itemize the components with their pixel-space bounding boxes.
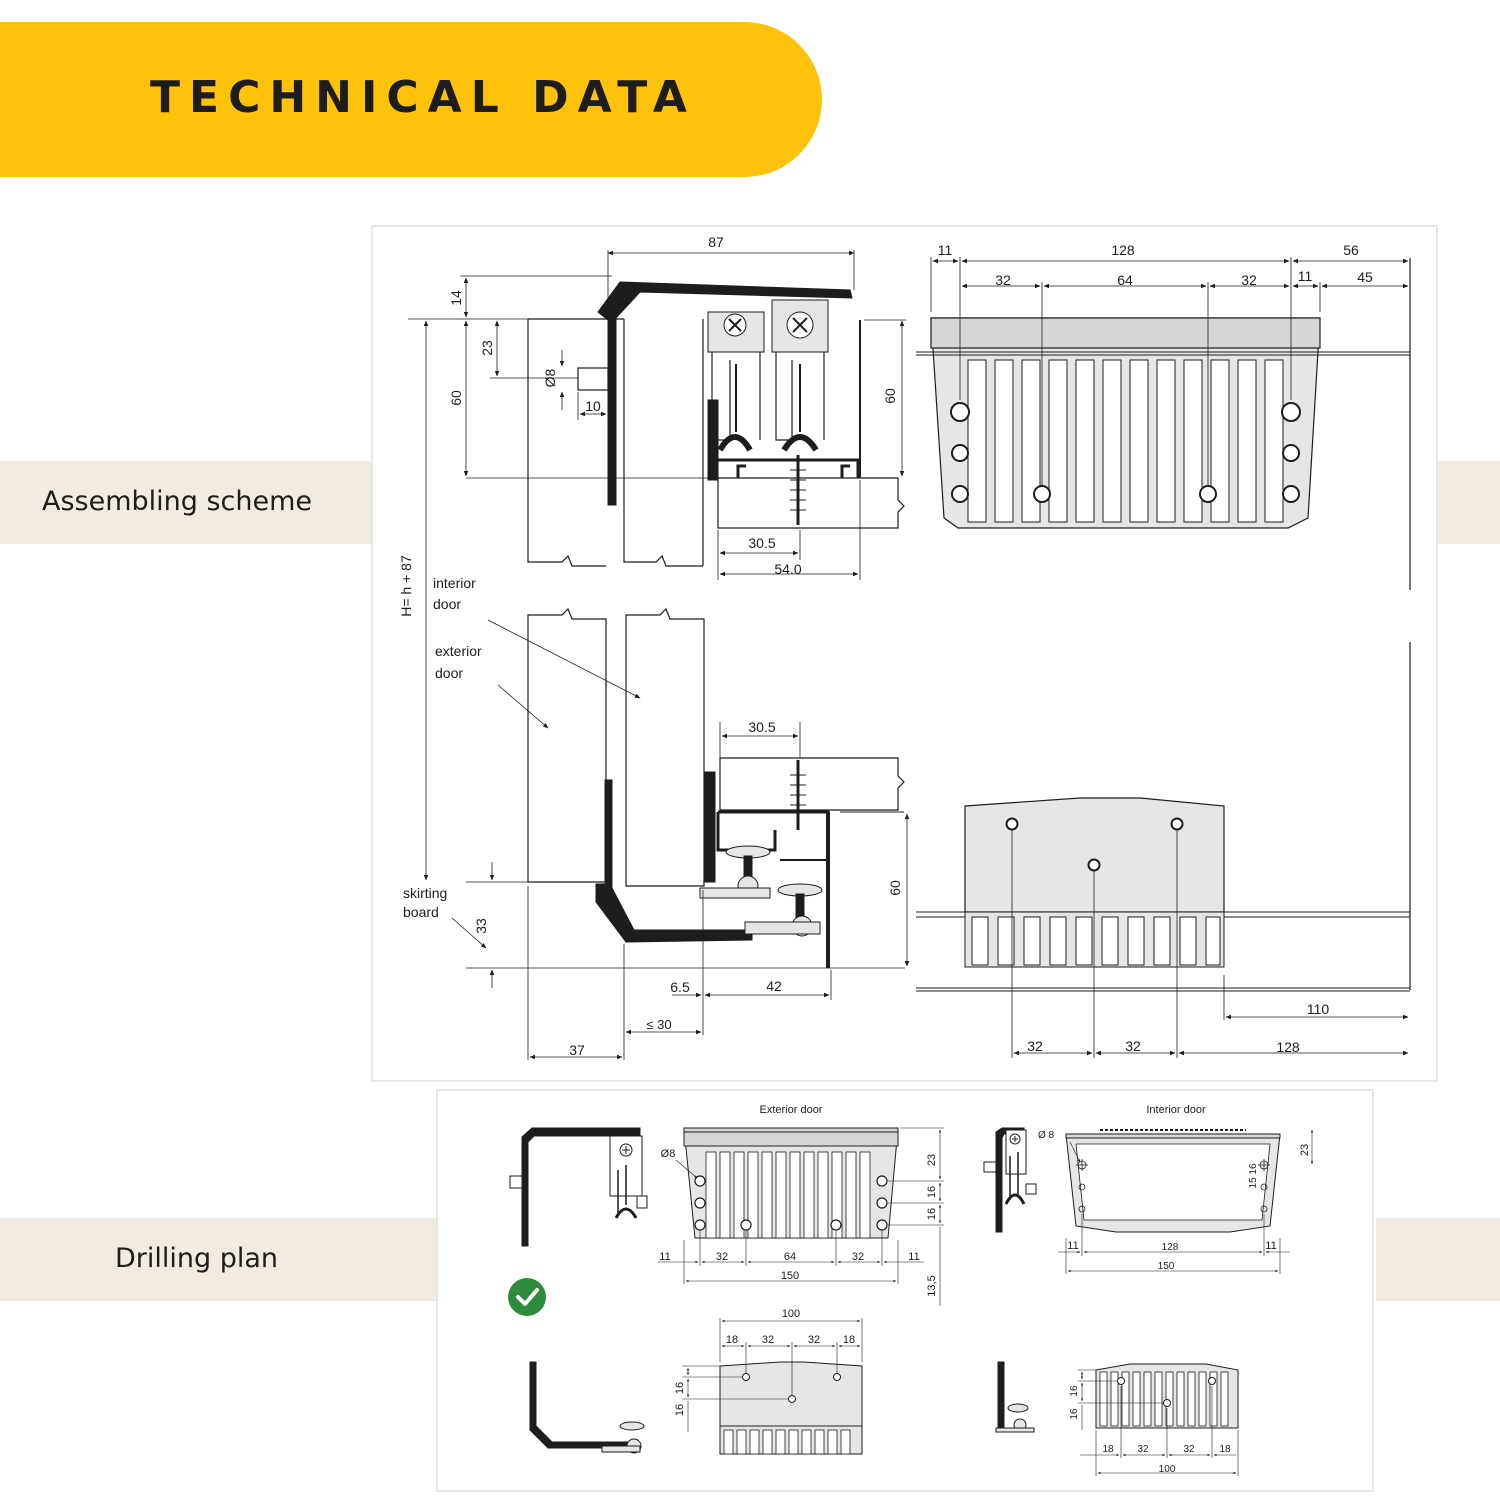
check-circle-icon (508, 1278, 546, 1316)
ext-d-64: 64 (784, 1251, 796, 1263)
header-banner (0, 22, 822, 177)
ext-depth: 13,5 (926, 1275, 938, 1296)
dim-bottom-32-right: 32 (1125, 1038, 1141, 1054)
bext-d-32-right: 32 (808, 1334, 820, 1346)
dim-30-5-top: 30.5 (748, 535, 775, 551)
bint-v-16b: 16 (1069, 1408, 1080, 1420)
dim-pin-diameter: Ø8 (542, 368, 558, 387)
dim-plate-11-right: 11 (1298, 268, 1313, 284)
bext-v-16b: 16 (674, 1404, 686, 1416)
dim-37: 37 (569, 1042, 585, 1058)
bext-total-100: 100 (782, 1308, 800, 1320)
ext-d-11-left: 11 (659, 1251, 670, 1263)
dim-plate-64: 64 (1117, 272, 1133, 288)
int-d-128: 128 (1162, 1242, 1179, 1253)
dim-42: 42 (766, 978, 782, 994)
dim-max-30: ≤ 30 (646, 1017, 671, 1032)
assembling-band-left (0, 461, 373, 544)
ext-d-32-left: 32 (716, 1251, 728, 1263)
int-diameter: Ø 8 (1038, 1130, 1055, 1141)
drilling-band-left (0, 1218, 438, 1301)
bext-v-16a: 16 (674, 1382, 686, 1394)
ext-total-150: 150 (781, 1270, 799, 1282)
dim-30-5-bottom: 30.5 (748, 719, 775, 735)
assembling-scheme-label: Assembling scheme (42, 486, 313, 517)
dim-87: 87 (708, 234, 724, 250)
int-v-23: 23 (1299, 1144, 1311, 1156)
bext-d-18-right: 18 (843, 1334, 855, 1346)
dim-overall-height: H= h + 87 (398, 555, 414, 617)
bint-d-32-right: 32 (1183, 1444, 1195, 1455)
drilling-plan-label: Drilling plan (115, 1243, 279, 1274)
dim-60-right: 60 (882, 388, 898, 404)
bint-d-32-left: 32 (1137, 1444, 1149, 1455)
dim-110: 110 (1307, 1001, 1330, 1017)
ext-diameter: Ø8 (661, 1148, 676, 1160)
int-total-150: 150 (1158, 1261, 1175, 1272)
dim-33: 33 (473, 918, 489, 934)
ext-d-32-right: 32 (852, 1251, 864, 1263)
bint-total-100: 100 (1159, 1464, 1176, 1475)
int-v-15-16: 15 16 (1248, 1163, 1259, 1188)
bint-v-16a: 16 (1069, 1385, 1080, 1397)
bint-d-18-right: 18 (1219, 1444, 1231, 1455)
dim-plate-32-left: 32 (995, 272, 1011, 288)
label-skirting-1: skirting (403, 885, 447, 901)
ext-v-23: 23 (926, 1154, 938, 1166)
drilling-band-right (1376, 1218, 1500, 1301)
dim-bottom-128: 128 (1276, 1039, 1300, 1055)
page-title: TECHNICAL DATA (150, 72, 696, 123)
dim-plate-45: 45 (1357, 269, 1373, 285)
check-circle-fill (508, 1278, 546, 1316)
dim-10: 10 (585, 398, 601, 414)
dim-60-left: 60 (448, 390, 464, 406)
dim-14: 14 (448, 290, 464, 306)
bext-d-18-left: 18 (726, 1334, 738, 1346)
dim-bottom-32-left: 32 (1027, 1038, 1043, 1054)
bint-d-18-left: 18 (1102, 1444, 1114, 1455)
exterior-door-title: Exterior door (760, 1104, 823, 1116)
assembling-band-right (1436, 461, 1500, 544)
label-skirting-2: board (403, 904, 439, 920)
label-interior-2: door (433, 596, 461, 612)
interior-door-title: Interior door (1146, 1104, 1206, 1116)
label-interior-1: interior (433, 575, 476, 591)
ext-d-11-right: 11 (908, 1251, 919, 1263)
dim-54: 54.0 (774, 561, 801, 577)
int-d-11-left: 11 (1067, 1240, 1078, 1252)
int-d-11-right: 11 (1265, 1240, 1276, 1252)
label-exterior-1: exterior (435, 643, 482, 659)
dim-plate-128: 128 (1111, 242, 1135, 258)
label-exterior-2: door (435, 665, 463, 681)
dim-plate-32-right: 32 (1241, 272, 1257, 288)
ext-v-16a: 16 (926, 1186, 938, 1198)
dim-6-5: 6.5 (670, 979, 690, 995)
ext-v-16b: 16 (926, 1208, 938, 1220)
dim-60-bottom: 60 (887, 880, 903, 896)
bext-d-32-left: 32 (762, 1334, 774, 1346)
dim-23: 23 (479, 340, 495, 356)
dim-plate-11-left: 11 (938, 242, 953, 258)
dim-plate-56: 56 (1343, 242, 1359, 258)
